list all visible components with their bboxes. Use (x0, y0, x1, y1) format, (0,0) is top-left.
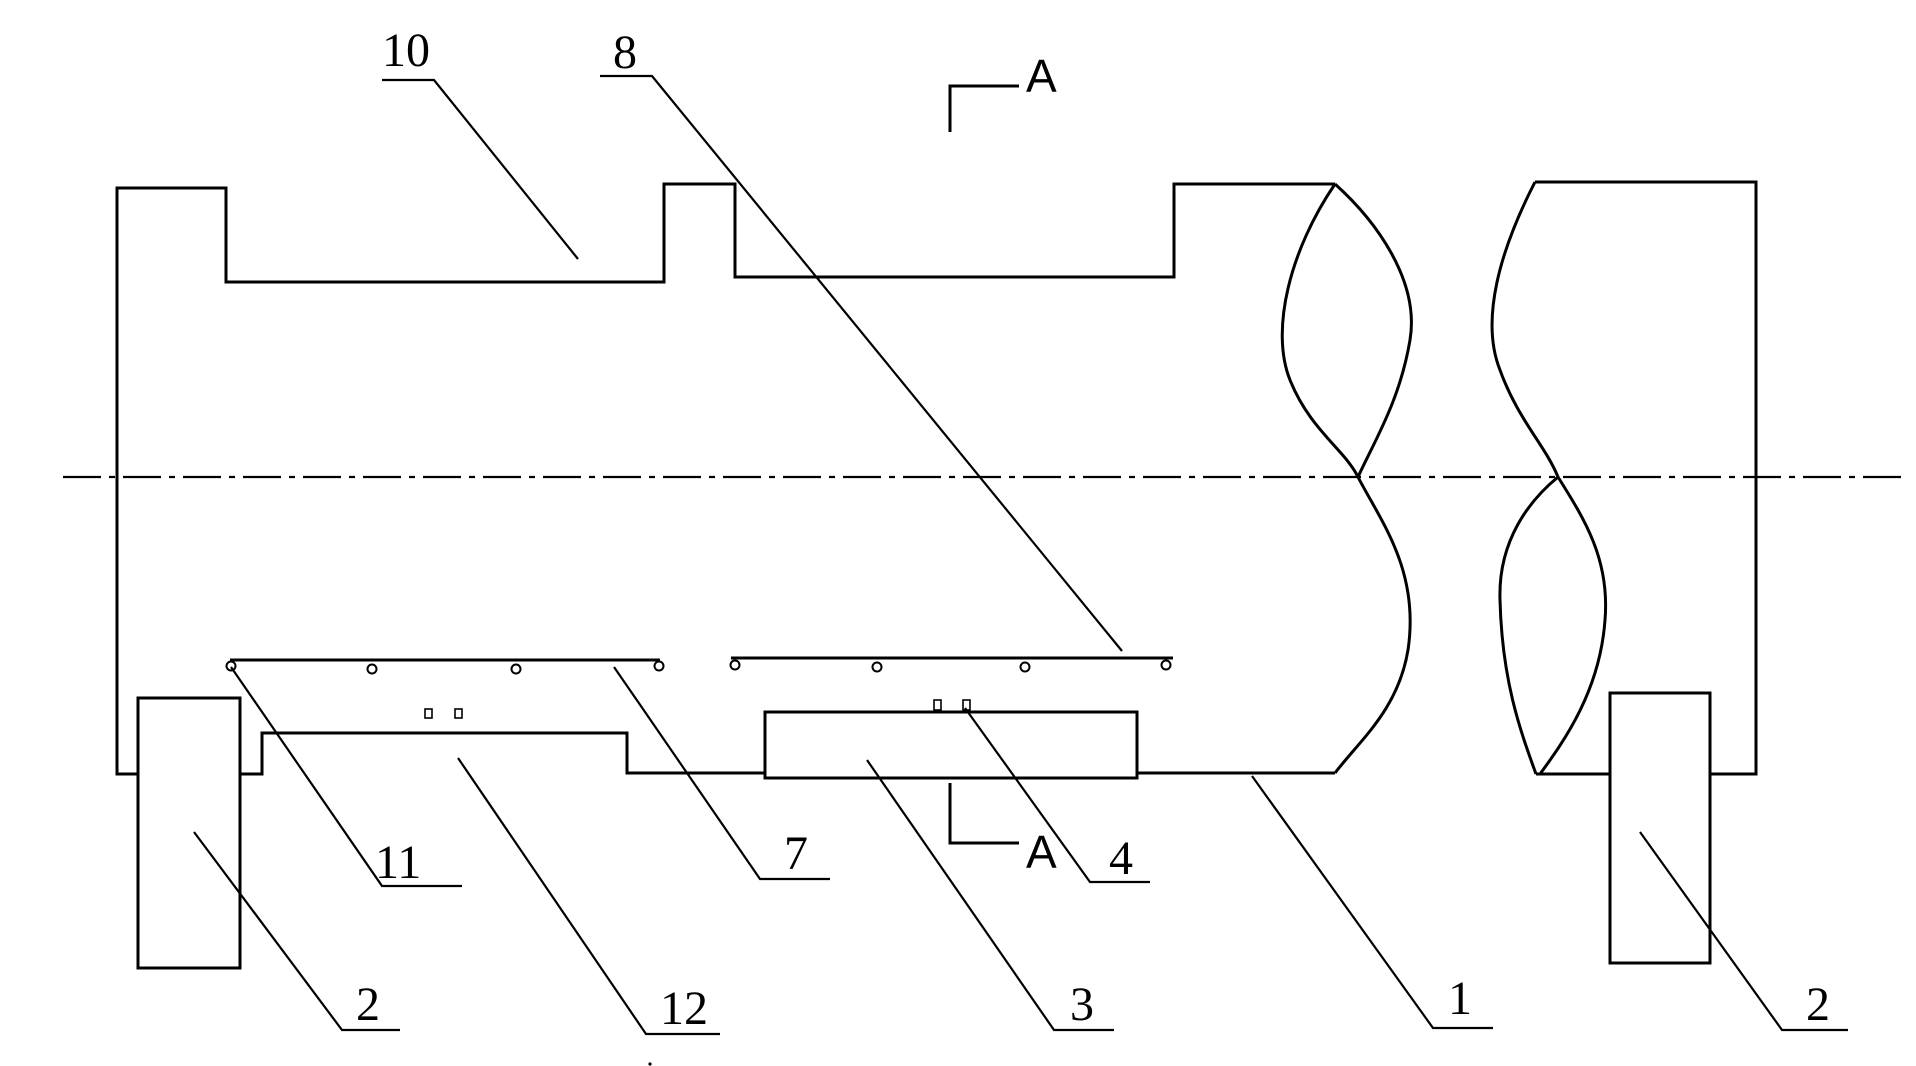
main-body-bottom-edge (240, 731, 765, 776)
label-part-10: 10 (382, 24, 430, 77)
leader-7 (613, 666, 830, 881)
section-mark-top (948, 84, 1019, 132)
part-2-support-right (1608, 691, 1712, 965)
label-part-8: 8 (613, 26, 637, 79)
section-label-bottom: A (1026, 826, 1057, 878)
label-part-2-left: 2 (356, 978, 380, 1031)
leader-12 (457, 757, 720, 1036)
label-part-1: 1 (1448, 972, 1472, 1025)
label-part-2-right: 2 (1806, 978, 1830, 1031)
leader-1 (1251, 775, 1493, 1030)
label-part-4: 4 (1109, 832, 1133, 885)
rail-left-roller-3 (510, 663, 522, 675)
section-mark-bottom (948, 783, 1019, 845)
rail-right-roller-2 (871, 661, 883, 673)
part-2-support-left (136, 696, 242, 970)
leader-3 (866, 759, 1114, 1032)
label-part-3: 3 (1070, 978, 1094, 1031)
part-4-fixture-a (933, 699, 942, 711)
rail-right-roller-4 (1160, 659, 1172, 671)
label-part-12: 12 (660, 982, 708, 1035)
leader-8 (600, 74, 1123, 652)
rail-right-roller-3 (1019, 661, 1031, 673)
fixture-12-a (424, 708, 433, 719)
part-3-block (763, 710, 1139, 780)
fixture-12-b (454, 708, 463, 719)
rail-left-roller-2 (366, 663, 378, 675)
break-line-right-b (1498, 475, 1559, 775)
break-line-left-b (1333, 182, 1413, 478)
right-segment-outline (1535, 180, 1758, 776)
leader-11 (230, 666, 462, 888)
leader-10 (382, 78, 579, 260)
label-part-7: 7 (784, 827, 808, 880)
main-body-outline (115, 182, 1335, 776)
break-line-left-a (1280, 183, 1412, 774)
label-part-11: 11 (375, 836, 421, 889)
leader-4 (964, 707, 1150, 884)
section-label-top: A (1026, 50, 1057, 102)
rail-left-roller-4 (653, 660, 665, 672)
leader-2-right (1639, 831, 1848, 1032)
rail-right-roller-1 (729, 659, 741, 671)
leader-2-left (193, 831, 400, 1032)
stray-mark (648, 1062, 652, 1066)
rail-left-roller-1 (225, 660, 237, 672)
